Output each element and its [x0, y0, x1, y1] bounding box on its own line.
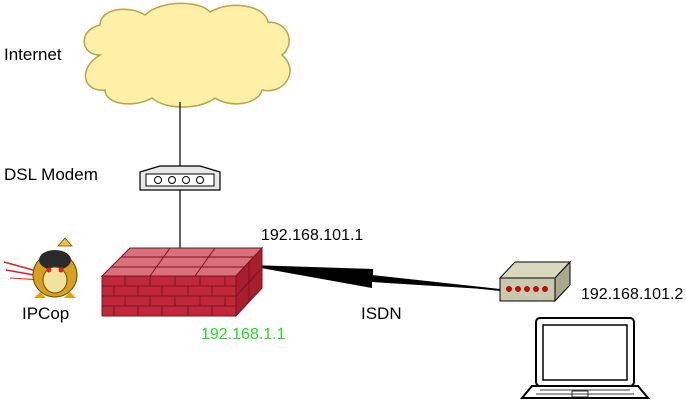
laptop-device	[519, 317, 651, 399]
internet-label: Internet	[4, 45, 62, 64]
firewall-internal-ip-label: 192.168.1.1	[201, 326, 286, 343]
dsl-modem-label: DSL Modem	[4, 165, 98, 184]
firewall-device	[100, 246, 264, 318]
internet-cloud	[83, 2, 291, 108]
dsl-modem-device	[139, 165, 221, 191]
isdn-link	[249, 265, 501, 291]
ipcop-label: IPCop	[22, 304, 70, 323]
ipcop-logo	[3, 237, 78, 298]
firewall-isdn-ip-label: 192.168.101.1	[261, 227, 364, 244]
isdn-label: ISDN	[361, 304, 402, 323]
remote-ip-label: 192.168.101.2	[581, 286, 684, 303]
isdn-router-device	[498, 260, 572, 303]
